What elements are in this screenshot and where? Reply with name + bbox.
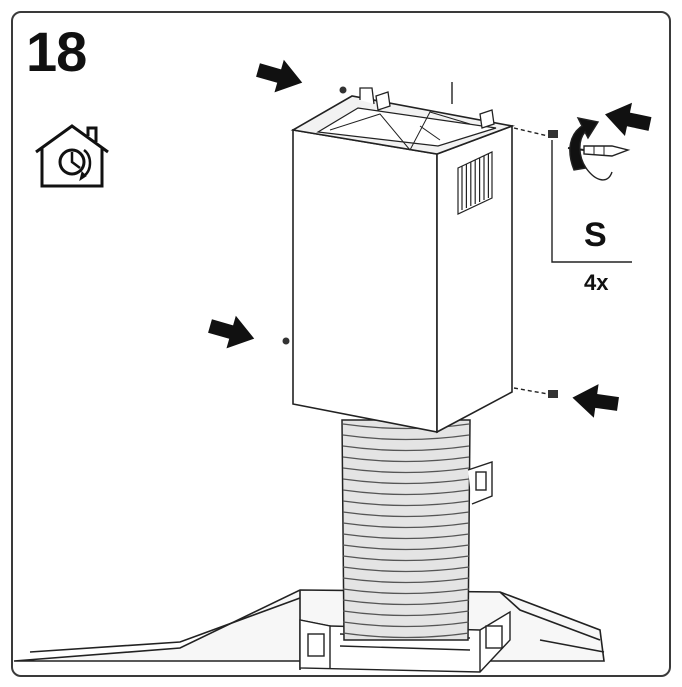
duct-rib [342, 533, 470, 540]
pointing-arrow-icon [205, 309, 259, 356]
step-number: 18 [26, 20, 87, 83]
rotation-arrow-icon [569, 117, 613, 181]
vent-grille [457, 151, 493, 215]
duct-rib [342, 467, 470, 474]
duct-rib [342, 588, 470, 595]
screw-bottom-right [513, 387, 558, 398]
screw-quantity-label: 4x [584, 270, 609, 295]
duct-rib [342, 566, 470, 573]
duct-rib [342, 511, 470, 518]
duct-rib [342, 555, 470, 562]
chimney-cover [290, 82, 515, 434]
duct-rib [342, 434, 470, 441]
duct-rib [342, 478, 470, 485]
duct-rib [342, 621, 470, 628]
pointing-arrow-icon [570, 380, 621, 421]
screw-callout [551, 140, 632, 263]
duct-rib [342, 544, 470, 551]
duct-rib [342, 632, 470, 639]
screw-size-label: S [584, 216, 607, 254]
duct-rib [342, 599, 470, 606]
duct-rib [342, 522, 470, 529]
screw-top-right [513, 127, 558, 138]
screwdriver-icon [567, 145, 631, 157]
duct-rib [342, 500, 470, 507]
flexible-duct [341, 419, 471, 641]
duct-rib [342, 456, 470, 463]
duct-rib [342, 577, 470, 584]
duct-clip [467, 461, 493, 505]
duct-rib [342, 489, 470, 496]
duct-rib [342, 445, 470, 452]
pointing-arrow-icon [253, 53, 307, 100]
screw-left-side [282, 337, 290, 345]
duct-rib [342, 423, 470, 430]
duct-rib [342, 610, 470, 617]
screw-top-left [339, 86, 347, 94]
pointing-arrow-icon [601, 97, 654, 141]
recirculation-mode-icon [35, 124, 109, 188]
